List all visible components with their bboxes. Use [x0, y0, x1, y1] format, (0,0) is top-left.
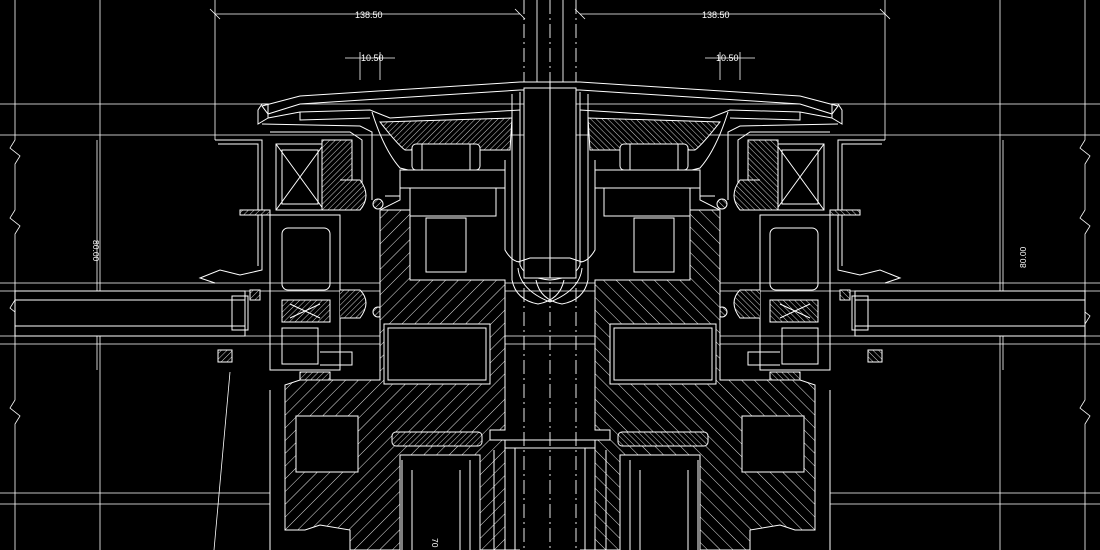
central-tube-right: [549, 87, 596, 303]
section-half-left: [14, 81, 565, 550]
bolt-assembly-left: [379, 143, 506, 273]
dim-left-offset: 10.50: [361, 53, 384, 63]
center-lower-details: [505, 439, 595, 550]
bolt-assembly-right: [594, 143, 721, 273]
mullion-body-left: [269, 209, 520, 550]
section-half-right: [535, 81, 1086, 550]
cover-cap: [257, 81, 565, 305]
dim-top-right-width: 138.50: [702, 10, 730, 20]
glass-unit-right: [851, 290, 1086, 337]
dimension-lines: [96, 8, 1004, 370]
dim-right-height: 80.00: [1018, 246, 1028, 268]
dim-bottom-label: 70: [430, 538, 440, 548]
dim-left-height: 80.00: [91, 240, 101, 262]
glass-unit-left: [14, 290, 249, 337]
dim-right-offset: 10.50: [716, 53, 739, 63]
break-lines: [9, 0, 1091, 550]
dim-top-left-width: 138.50: [355, 10, 383, 20]
mullion-body-right: [580, 209, 831, 550]
